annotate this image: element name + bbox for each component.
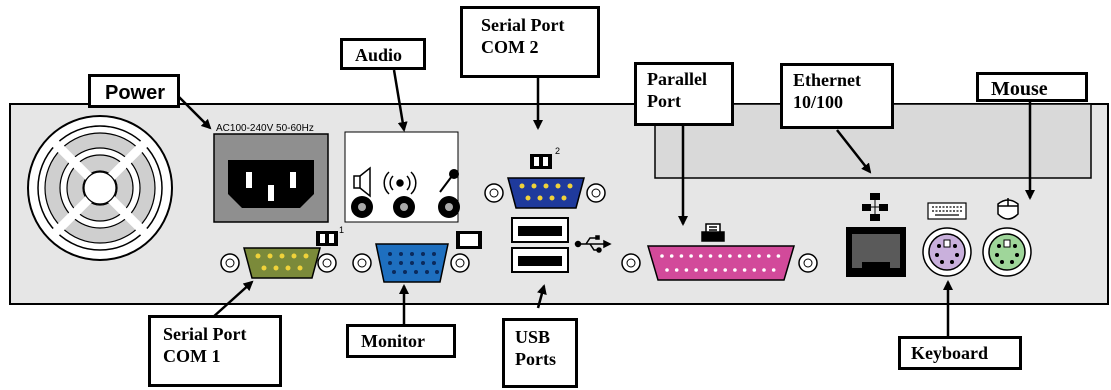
usb-icon	[574, 235, 612, 253]
fan-icon	[27, 115, 173, 261]
parallel-port	[621, 245, 818, 281]
label-monitor: Monitor	[346, 324, 456, 358]
keyboard-icon	[927, 202, 967, 220]
label-audio: Audio	[340, 38, 426, 70]
serial-icon-com1	[316, 231, 338, 246]
com2-number: 2	[555, 146, 561, 156]
microphone-icon	[439, 169, 459, 193]
mouse-ps2-port	[982, 227, 1032, 277]
printer-icon	[701, 223, 725, 242]
line-in-icon	[383, 171, 417, 195]
serial-icon	[530, 154, 552, 169]
ethernet-port	[846, 227, 906, 277]
monitor-icon	[456, 231, 482, 249]
network-icon	[862, 193, 888, 221]
com1-number: 1	[339, 225, 345, 235]
label-usb: USB Ports	[502, 318, 578, 388]
label-serial-com2: Serial Port COM 2	[460, 6, 600, 78]
vga-port	[352, 243, 470, 283]
mouse-icon	[997, 198, 1019, 220]
label-keyboard: Keyboard	[898, 336, 1022, 370]
callout-arrows	[175, 69, 1035, 336]
label-serial-com1: Serial Port COM 1	[148, 315, 282, 387]
arrow-power	[175, 93, 212, 130]
keyboard-ps2-port	[922, 227, 972, 277]
serial-port-com2	[484, 177, 606, 209]
power-socket-icon	[228, 160, 314, 208]
serial-port-com1	[220, 247, 337, 279]
audio-jacks	[351, 196, 460, 218]
label-ethernet: Ethernet 10/100	[780, 63, 894, 129]
speaker-icon	[353, 166, 371, 198]
label-power: Power	[88, 74, 180, 108]
label-mouse: Mouse	[976, 72, 1088, 102]
arrow-ethernet	[836, 129, 872, 174]
arrow-com1	[211, 280, 254, 319]
arrow-audio	[392, 69, 408, 132]
power-spec-text: AC100-240V 50-60Hz	[216, 123, 314, 134]
arrow-usb	[536, 284, 547, 309]
usb-ports	[511, 217, 569, 273]
label-parallel: Parallel Port	[634, 62, 734, 126]
